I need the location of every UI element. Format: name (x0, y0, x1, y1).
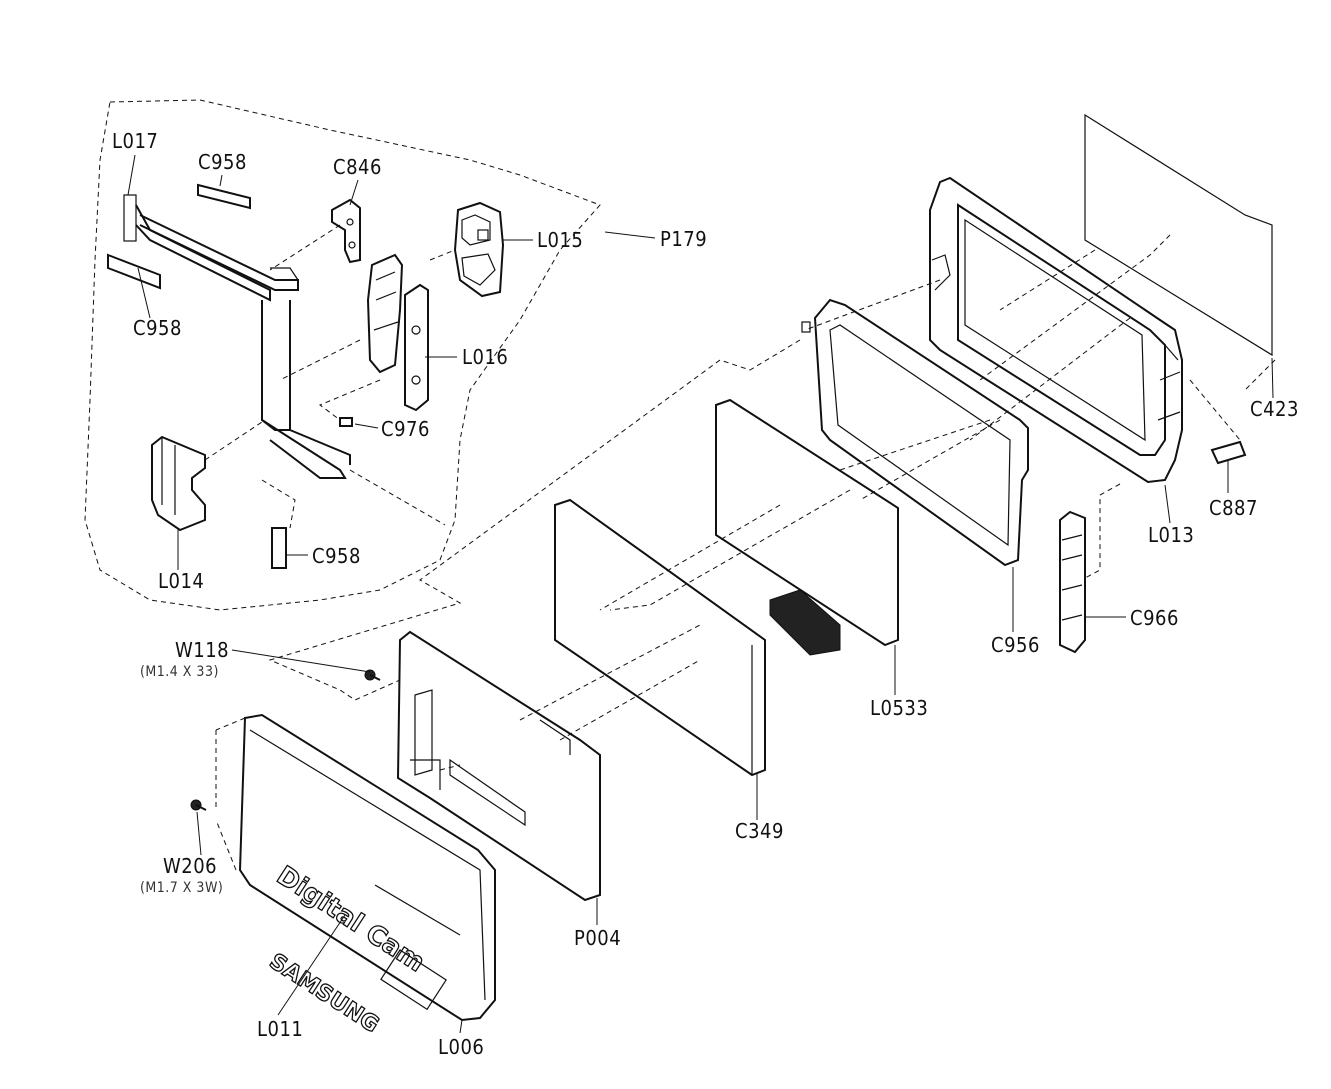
hinge-cover-part (453, 201, 505, 298)
label-p004: P004 (574, 926, 621, 950)
hinge-assembly-part (366, 253, 429, 412)
label-l015: L015 (537, 228, 583, 252)
screw-w206 (190, 799, 207, 811)
lcd-housing-part (929, 176, 1183, 484)
label-c976: C976 (381, 417, 430, 441)
label-l013: L013 (1148, 523, 1194, 547)
label-c956: C956 (991, 633, 1040, 657)
flex-cable-part (123, 194, 351, 479)
label-l014: L014 (158, 569, 204, 593)
label-c958-bottom: C958 (312, 544, 361, 568)
protective-sheet-part (1084, 113, 1273, 357)
label-c958-top: C958 (198, 150, 247, 174)
label-c887: C887 (1209, 496, 1258, 520)
label-c958-left: C958 (133, 316, 182, 340)
bracket-part (331, 198, 361, 264)
label-l0533: L0533 (870, 696, 928, 720)
label-c349: C349 (735, 819, 784, 843)
screw-w118 (364, 669, 381, 681)
board-bracket-part (396, 630, 601, 902)
small-block-part (1210, 440, 1247, 465)
backlight-part (554, 498, 766, 777)
label-w206-spec: (M1.7 X 3W) (140, 880, 223, 896)
label-w206: W206 (163, 854, 217, 878)
label-l006: L006 (438, 1035, 484, 1059)
label-w118-spec: (M1.4 X 33) (140, 664, 219, 680)
label-c846: C846 (333, 155, 382, 179)
subassembly-boundary (84, 99, 601, 611)
label-w118: W118 (175, 638, 229, 662)
tape-strip-bottom (271, 527, 287, 569)
label-p179: P179 (660, 227, 707, 251)
label-l016: L016 (462, 345, 508, 369)
tape-strip-left (107, 253, 161, 290)
tape-strip-top (197, 183, 251, 210)
corner-cover-part (151, 435, 206, 532)
label-c966: C966 (1130, 606, 1179, 630)
label-c423: C423 (1250, 397, 1299, 421)
label-l017: L017 (112, 129, 158, 153)
small-pad-part (339, 417, 353, 427)
lcd-frame-part (801, 298, 1029, 567)
label-l011: L011 (257, 1017, 303, 1041)
lcd-panel-part (715, 398, 899, 656)
switch-strip-part (1059, 510, 1086, 654)
